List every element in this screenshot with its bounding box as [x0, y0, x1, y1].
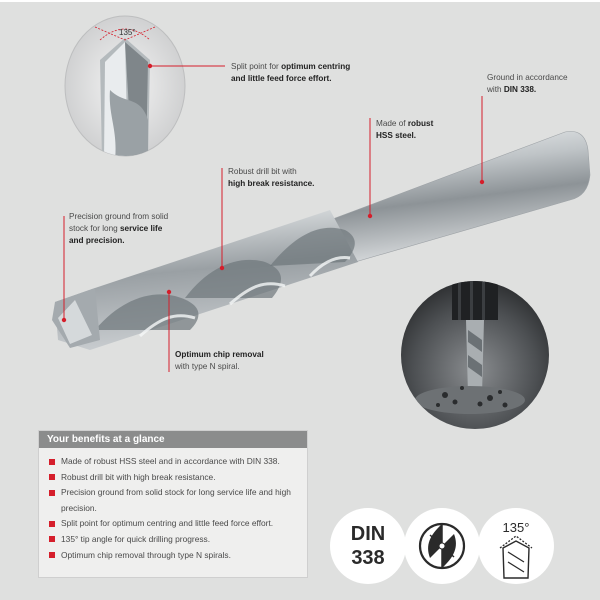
benefits-list: Made of robust HSS steel and in accordan… [39, 454, 307, 563]
drilling-photo-circle [401, 281, 549, 429]
split-point-badge [404, 508, 480, 584]
callout-text: Ground in accordance [487, 73, 568, 82]
din-338-badge: DIN 338 [330, 508, 406, 584]
din-badge-line2: 338 [351, 547, 384, 569]
bullet-icon [49, 536, 55, 543]
benefit-text: Optimum chip removal through type N spir… [61, 549, 231, 560]
callout-bold: HSS steel. [376, 131, 417, 140]
callout-bold: DIN 338. [503, 85, 537, 94]
callout-bold: high break resistance. [228, 179, 315, 188]
benefits-title: Your benefits at a glance [39, 431, 307, 448]
callout-bold: robust [407, 119, 434, 128]
callout-split-point: Split point for optimum centring and lit… [231, 61, 350, 85]
benefit-item: Split point for optimum centring and lit… [49, 516, 301, 532]
callout-break-resistance: Robust drill bit with high break resista… [228, 166, 314, 190]
benefit-item: Precision ground from solid stock for lo… [49, 485, 301, 516]
callout-text: with [487, 85, 504, 94]
callout-chip-removal: Optimum chip removal with type N spiral. [175, 349, 264, 373]
bullet-icon [49, 458, 55, 465]
callout-text: with type N spiral. [175, 362, 240, 371]
benefit-text: Precision ground from solid stock for lo… [61, 487, 291, 513]
callout-bold: and little feed force effort. [231, 74, 332, 83]
callout-text: stock for long [69, 224, 120, 233]
bullet-icon [49, 474, 55, 481]
benefit-item: Robust drill bit with high break resista… [49, 470, 301, 486]
callout-bold: Optimum chip removal [175, 350, 264, 359]
din-badge-line1: DIN [351, 523, 385, 545]
callout-text: Made of [376, 119, 408, 128]
tip-detail-circle [64, 15, 186, 157]
bullet-icon [49, 489, 55, 496]
benefit-item: Optimum chip removal through type N spir… [49, 548, 301, 564]
angle-badge-label: 135° [503, 520, 530, 535]
tip-angle-badge: 135° [478, 508, 554, 584]
benefits-panel: Your benefits at a glance Made of robust… [38, 430, 308, 578]
benefit-item: Made of robust HSS steel and in accordan… [49, 454, 301, 470]
benefit-text: Split point for optimum centring and lit… [61, 518, 274, 529]
bullet-icon [49, 520, 55, 527]
callout-text: Robust drill bit with [228, 167, 297, 176]
callout-bold: and precision. [69, 236, 125, 245]
benefit-text: Made of robust HSS steel and in accordan… [61, 456, 280, 466]
callout-bold: optimum centring [281, 62, 351, 71]
callout-text: Precision ground from solid [69, 212, 169, 221]
callout-dots [61, 63, 485, 323]
callout-din-ground: Ground in accordance with DIN 338. [487, 72, 568, 96]
callout-hss: Made of robust HSS steel. [376, 118, 433, 142]
tip-angle-label: 135° [119, 28, 136, 37]
callout-lines [63, 65, 483, 372]
benefit-item: 135° tip angle for quick drilling progre… [49, 532, 301, 548]
benefit-text: 135° tip angle for quick drilling progre… [61, 533, 211, 544]
callout-precision: Precision ground from solid stock for lo… [69, 211, 168, 247]
callout-bold: service life [119, 224, 163, 233]
callout-text: Split point for [231, 62, 282, 71]
bullet-icon [49, 552, 55, 559]
benefit-text: Robust drill bit with high break resista… [61, 471, 216, 482]
